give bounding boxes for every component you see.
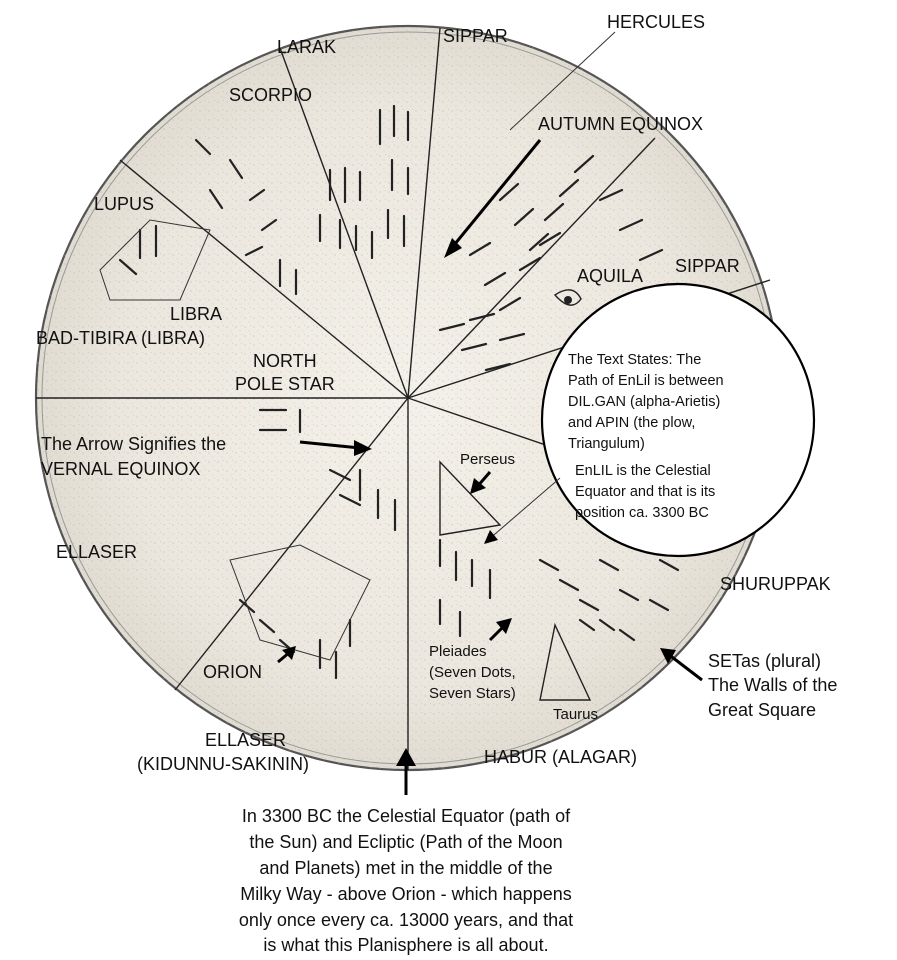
label-ellaser-kidunnu-2: (KIDUNNU-SAKININ) [137,754,309,774]
label-taurus: Taurus [553,706,598,723]
label-shuruppak: SHURUPPAK [720,574,831,594]
label-pleiades-1: Pleiades [429,643,487,660]
label-setas-1: SETas (plural) [708,651,821,671]
label-habur: HABUR (ALAGAR) [484,747,637,767]
label-arrow-note-2: VERNAL EQUINOX [41,459,200,479]
arrows [277,31,703,795]
label-arrow-note-1: The Arrow Signifies the [41,434,226,454]
caption-line: is what this Planisphere is all about. [263,935,548,955]
circle-note-line: EnLIL is the Celestial [575,463,711,479]
label-setas-3: Great Square [708,700,816,720]
label-north-pole-star-1: NORTH [253,351,317,371]
circle-note-text: The Text States: The Path of EnLil is be… [568,352,724,521]
label-libra: LIBRA [170,304,222,324]
cuneiform-marks [118,104,680,680]
label-pleiades-2: (Seven Dots, [429,664,516,681]
circle-note-line: position ca. 3300 BC [575,505,709,521]
label-ellaser-kidunnu-1: ELLASER [205,730,286,750]
circle-note-line: Triangulum) [568,436,645,452]
caption-line: only once every ca. 13000 years, and tha… [239,910,573,930]
bottom-caption: In 3300 BC the Celestial Equator (path o… [239,806,573,955]
label-perseus: Perseus [460,451,515,468]
text-note-circle [540,282,816,558]
autumn-equinox-arrow [448,139,542,251]
circle-note-line: and APIN (the plow, [568,415,695,431]
circle-note-line: Path of EnLil is between [568,373,724,389]
label-aquila: AQUILA [577,266,643,286]
label-larak: LARAK [277,37,336,57]
label-orion: ORION [203,662,262,682]
vernal-equinox-arrow [299,440,361,450]
label-sippar-right: SIPPAR [675,256,740,276]
label-bad-tibira: BAD-TIBIRA (LIBRA) [36,328,205,348]
label-sippar-top: SIPPAR [443,26,508,46]
caption-line: the Sun) and Ecliptic (Path of the Moon [249,832,562,852]
caption-line: and Planets) met in the middle of the [259,858,552,878]
circle-note-line: The Text States: The [568,352,701,368]
labels: HERCULES SIPPAR LARAK SCORPIO AUTUMN EQU… [36,12,837,774]
circle-note-line: Equator and that is its [575,484,715,500]
circle-note-line: DIL.GAN (alpha-Arietis) [568,394,720,410]
caption-line: In 3300 BC the Celestial Equator (path o… [242,806,571,826]
label-setas-2: The Walls of the [708,675,837,695]
caption-line: Milky Way - above Orion - which happens [240,884,571,904]
label-north-pole-star-2: POLE STAR [235,374,335,394]
label-autumn-equinox: AUTUMN EQUINOX [538,114,703,134]
label-pleiades-3: Seven Stars) [429,685,516,702]
constellation-shapes [99,219,592,701]
setas-arrow [667,652,703,682]
label-hercules: HERCULES [607,12,705,32]
enlil-pointer-line [487,477,561,541]
hercules-pointer-line [509,31,616,131]
label-ellaser: ELLASER [56,542,137,562]
label-lupus: LUPUS [94,194,154,214]
label-scorpio: SCORPIO [229,85,312,105]
